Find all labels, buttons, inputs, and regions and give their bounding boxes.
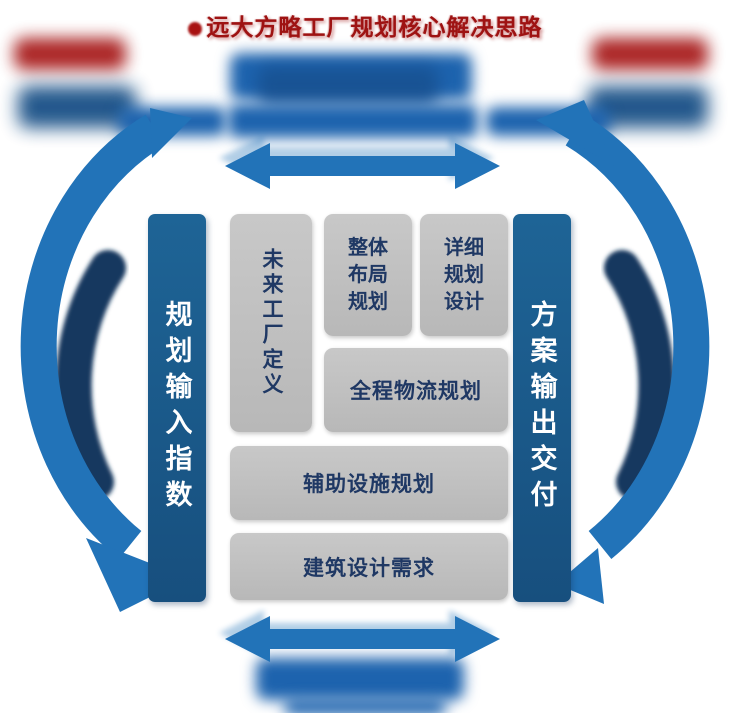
future-factory-definition-label: 未来工厂定义: [260, 248, 283, 398]
double-arrow-top: [225, 143, 500, 189]
double-arrow-bottom: [225, 616, 500, 662]
curved-arrow-left: [20, 108, 192, 612]
curved-arrow-left-tail: [150, 108, 192, 158]
box-full-process-logistics-planning: 全程物流规划: [324, 348, 508, 432]
detailed-planning-design-label: 详细 规划 设计: [444, 236, 484, 313]
curved-arrow-right-head: [536, 100, 614, 166]
full-process-logistics-planning-label: 全程物流规划: [350, 380, 482, 403]
ghost-top-heading-line1-core: [258, 66, 438, 106]
curved-arrow-right-tail: [556, 548, 604, 604]
page-title: 远大方略工厂规划核心解决思路: [0, 8, 730, 42]
building-design-requirements-label: 建筑设计需求: [303, 556, 435, 580]
solution-output-delivery-bar: 方案输出交付: [513, 214, 571, 602]
ghost-red-text-left: [14, 38, 126, 70]
right-inner-shadow-arc: [604, 250, 675, 500]
box-auxiliary-facilities-planning: 辅助设施规划: [230, 446, 508, 520]
planning-input-index-bar: 规划输入指数: [148, 214, 206, 602]
box-overall-layout-planning: 整体 布局 规划: [324, 214, 412, 336]
left-inner-shadow-arc: [55, 250, 126, 500]
ghost-top-heading-line2-center: [228, 104, 478, 138]
overall-layout-planning-label: 整体 布局 规划: [348, 236, 388, 313]
company-logo-icon: [187, 22, 202, 36]
page-title-text: 远大方略工厂规划核心解决思路: [206, 14, 543, 40]
planning-input-index-label: 规划输入指数: [161, 300, 192, 516]
ghost-red-text-right: [592, 38, 708, 70]
ghost-bottom-heading-line2: [284, 699, 446, 713]
ghost-blue-text-left: [18, 86, 136, 128]
curved-arrow-left-head: [86, 538, 188, 612]
curved-arrow-right: [536, 100, 710, 604]
ghost-bottom-heading-line1: [256, 658, 464, 700]
box-future-factory-definition: 未来工厂定义: [230, 214, 312, 432]
solution-output-delivery-label: 方案输出交付: [526, 300, 557, 516]
auxiliary-facilities-planning-label: 辅助设施规划: [303, 473, 435, 496]
box-building-design-requirements: 建筑设计需求: [230, 533, 508, 600]
box-detailed-planning-design: 详细 规划 设计: [420, 214, 508, 336]
